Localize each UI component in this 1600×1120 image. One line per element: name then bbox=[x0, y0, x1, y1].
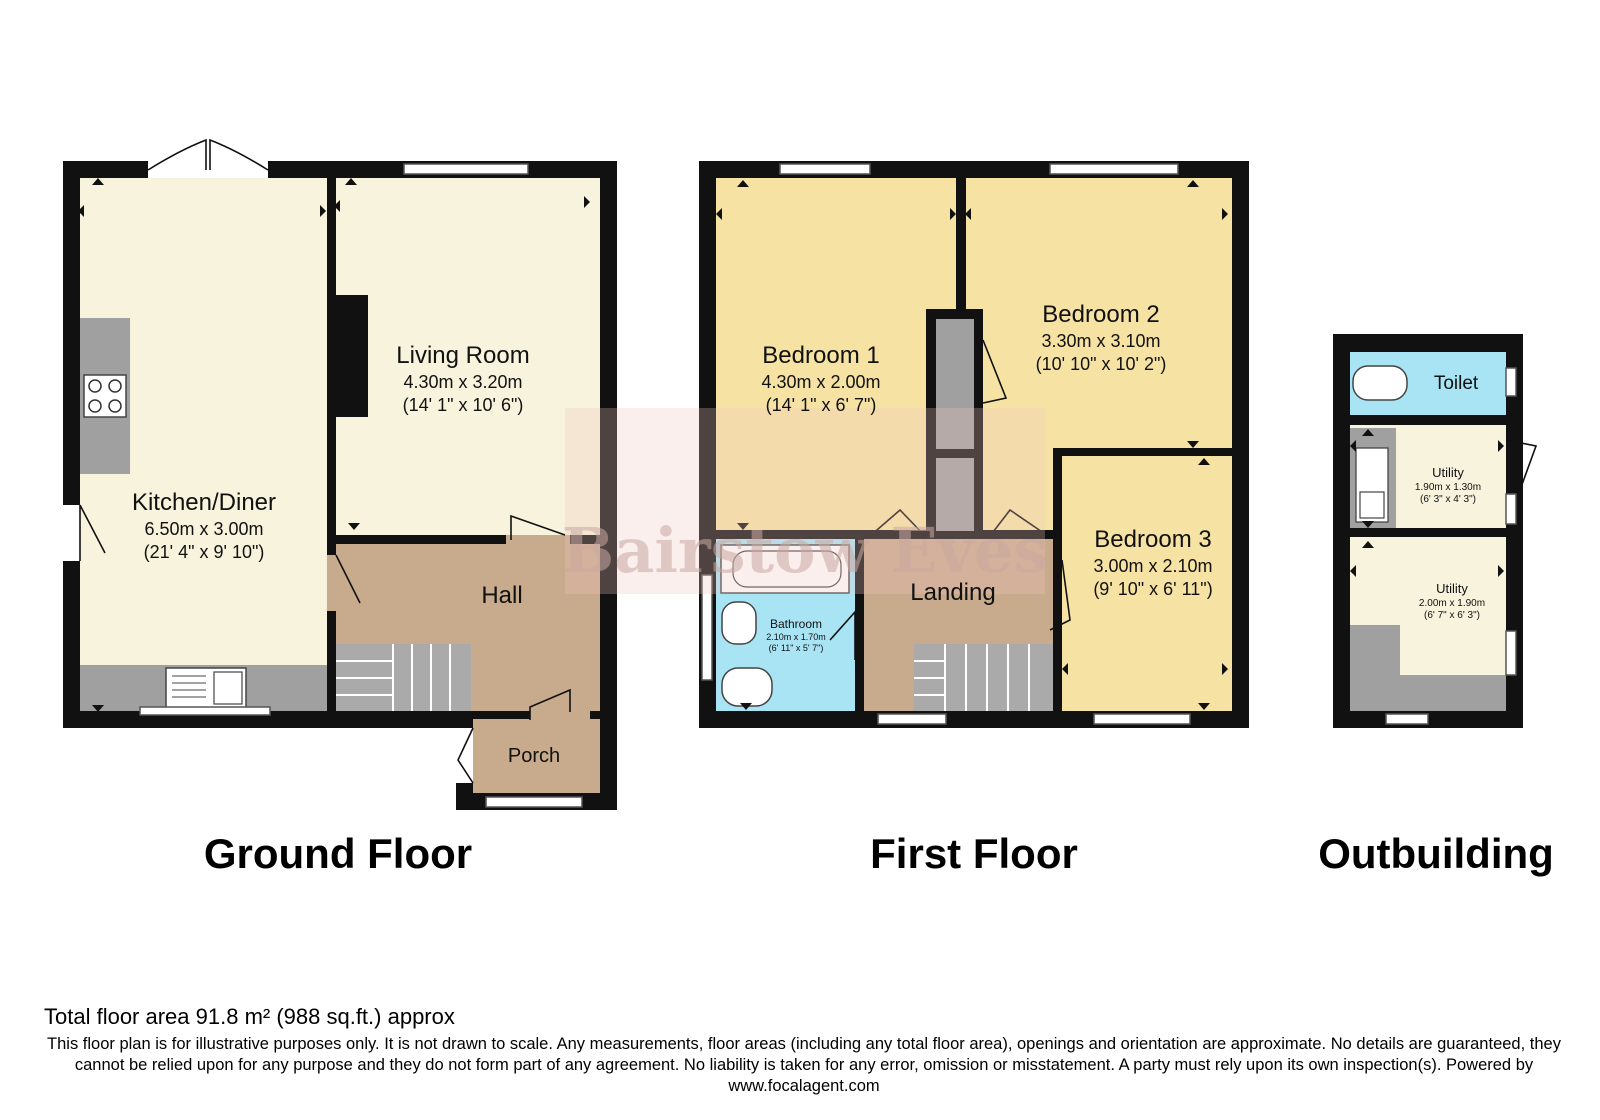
landing-name: Landing bbox=[910, 579, 995, 606]
watermark-text: Bairstow Eves bbox=[562, 514, 1048, 587]
porch-name: Porch bbox=[508, 745, 560, 767]
bedroom-3-imperial: (9' 10" x 6' 11") bbox=[1093, 579, 1212, 599]
bathroom-name: Bathroom bbox=[770, 617, 822, 631]
first-floor-label: First Floor bbox=[870, 830, 1078, 877]
cupboard-2 bbox=[936, 458, 974, 531]
bath bbox=[720, 544, 850, 594]
outbuilding-wc bbox=[1352, 365, 1408, 401]
living-room-name: Living Room bbox=[396, 342, 529, 369]
watermark-box bbox=[565, 408, 1045, 594]
hall-name: Hall bbox=[481, 582, 522, 609]
total-floor-area: Total floor area 91.8 m² (988 sq.ft.) ap… bbox=[44, 1004, 455, 1029]
bedroom-3-name: Bedroom 3 bbox=[1094, 526, 1211, 553]
living-room bbox=[336, 178, 600, 535]
kitchen-diner-imperial: (21' 4" x 9' 10") bbox=[144, 542, 265, 562]
bedroom-1-imperial: (14' 1" x 6' 7") bbox=[766, 395, 877, 415]
utility-lower-counter bbox=[1350, 625, 1400, 711]
outbuilding-plan: Toilet Utility 1.90m x 1.30m (6' 3" x 4'… bbox=[1318, 334, 1554, 877]
sink bbox=[165, 667, 247, 709]
chimney-breast bbox=[336, 295, 368, 417]
ground-floor-label: Ground Floor bbox=[204, 830, 472, 877]
kitchen-diner-name: Kitchen/Diner bbox=[132, 489, 276, 516]
porch-room bbox=[473, 719, 600, 793]
utility-2-name: Utility bbox=[1436, 581, 1468, 596]
disclaimer: This floor plan is for illustrative purp… bbox=[47, 1035, 1561, 1095]
bathroom-metric: 2.10m x 1.70m bbox=[766, 632, 826, 642]
basin bbox=[721, 601, 757, 645]
cupboard-1 bbox=[936, 319, 974, 449]
utility-1-metric: 1.90m x 1.30m bbox=[1415, 482, 1481, 493]
bedroom-1-room bbox=[716, 178, 956, 530]
utility-2-metric: 2.00m x 1.90m bbox=[1419, 598, 1485, 609]
bedroom-2-room bbox=[966, 178, 1232, 448]
bedroom-3-metric: 3.00m x 2.10m bbox=[1093, 556, 1212, 576]
living-room-metric: 4.30m x 3.20m bbox=[403, 372, 522, 392]
kitchen-diner-metric: 6.50m x 3.00m bbox=[144, 519, 263, 539]
bedroom-1-name: Bedroom 1 bbox=[762, 342, 879, 369]
outbuilding-label: Outbuilding bbox=[1318, 830, 1554, 877]
bath-wc bbox=[721, 667, 773, 707]
bedroom-2-name: Bedroom 2 bbox=[1042, 301, 1159, 328]
utility-1-imperial: (6' 3" x 4' 3") bbox=[1420, 494, 1476, 505]
bathroom-imperial: (6' 11" x 5' 7") bbox=[769, 643, 824, 653]
utility-2-imperial: (6' 7" x 6' 3") bbox=[1424, 610, 1480, 621]
footer: Total floor area 91.8 m² (988 sq.ft.) ap… bbox=[44, 1004, 1564, 1097]
utility-1-name: Utility bbox=[1432, 465, 1464, 480]
first-floor-plan: Bairstow Eves Bedroom 1 4.30m x 2.00m (1… bbox=[562, 161, 1249, 877]
toilet-name: Toilet bbox=[1434, 373, 1479, 394]
bedroom-1-metric: 4.30m x 2.00m bbox=[761, 372, 880, 392]
bedroom-2-imperial: (10' 10" x 10' 2") bbox=[1036, 354, 1167, 374]
bedroom-2-metric: 3.30m x 3.10m bbox=[1041, 331, 1160, 351]
ground-floor-plan: Kitchen/Diner 6.50m x 3.00m (21' 4" x 9'… bbox=[63, 138, 617, 877]
living-room-imperial: (14' 1" x 10' 6") bbox=[403, 395, 524, 415]
bedroom-3-room bbox=[1062, 456, 1232, 711]
